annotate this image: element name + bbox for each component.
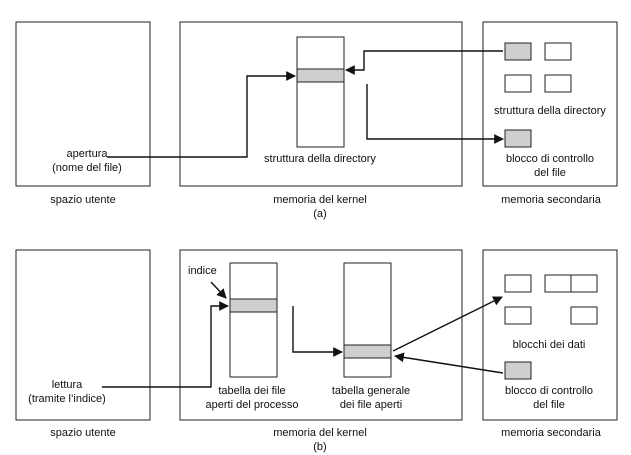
open-request-arrow	[107, 71, 296, 158]
disk-directory-block	[544, 74, 572, 93]
kernel-directory-label: struttura della directory	[264, 153, 376, 165]
panel-a: apertura (nome del file) struttura della…	[15, 21, 618, 220]
index-pointer-arrow	[210, 281, 227, 299]
system-table-label-line1: tabella generale	[332, 385, 410, 397]
read-label-line1: lettura	[52, 379, 83, 391]
kernel-memory-label-b: memoria del kernel	[273, 427, 367, 439]
user-space-label-a: spazio utente	[50, 194, 115, 206]
secondary-memory-label-b: memoria secondaria	[501, 427, 602, 439]
system-table-label-line2: dei file aperti	[340, 399, 402, 411]
fcb-label-line2-b: del file	[533, 399, 565, 411]
data-block	[570, 274, 598, 293]
system-table-entry	[343, 344, 392, 359]
directory-load-arrow	[345, 50, 503, 75]
open-label-line2: (nome del file)	[52, 162, 122, 174]
data-block	[570, 306, 598, 325]
user-space-box-b	[15, 249, 151, 421]
disk-fcb-block	[504, 129, 532, 148]
process-table-label-line1: tabella dei file	[218, 385, 285, 397]
read-request-arrow	[102, 301, 229, 388]
disk-directory-block	[544, 42, 572, 61]
data-block	[544, 274, 572, 293]
read-label-line2: (tramite l’indice)	[28, 393, 106, 405]
panel-b: indice lettura (tramite l’indice) tabell…	[15, 249, 618, 453]
fcb-load-arrow	[394, 352, 504, 374]
user-space-label-b: spazio utente	[50, 427, 115, 439]
process-to-system-arrow	[292, 306, 343, 357]
kernel-memory-label-a: memoria del kernel	[273, 194, 367, 206]
secondary-memory-label-a: memoria secondaria	[501, 194, 602, 206]
kernel-directory-entry	[296, 68, 345, 83]
caption-b: (b)	[313, 441, 326, 453]
process-table-entry	[229, 298, 278, 313]
caption-a: (a)	[313, 208, 326, 220]
open-label-line1: apertura	[67, 148, 109, 160]
data-blocks-label: blocchi dei dati	[513, 339, 586, 351]
data-block	[504, 306, 532, 325]
process-table-label-line2: aperti del processo	[206, 399, 299, 411]
fcb-pointer-arrow	[366, 84, 504, 144]
disk-directory-block	[504, 74, 532, 93]
disk-fcb-block	[504, 361, 532, 380]
disk-directory-block-active	[504, 42, 532, 61]
data-block	[504, 274, 532, 293]
process-open-file-table	[229, 262, 278, 378]
kernel-memory-box-b	[179, 249, 463, 421]
data-blocks-arrow	[392, 296, 503, 352]
kernel-directory-structure	[296, 36, 345, 148]
fcb-label-line1-b: blocco di controllo	[505, 385, 593, 397]
fcb-label-line2: del file	[534, 167, 566, 179]
disk-directory-label: struttura della directory	[494, 105, 606, 117]
system-open-file-table	[343, 262, 392, 378]
user-space-box-a	[15, 21, 151, 187]
fcb-label-line1: blocco di controllo	[506, 153, 594, 165]
index-label: indice	[188, 265, 217, 277]
